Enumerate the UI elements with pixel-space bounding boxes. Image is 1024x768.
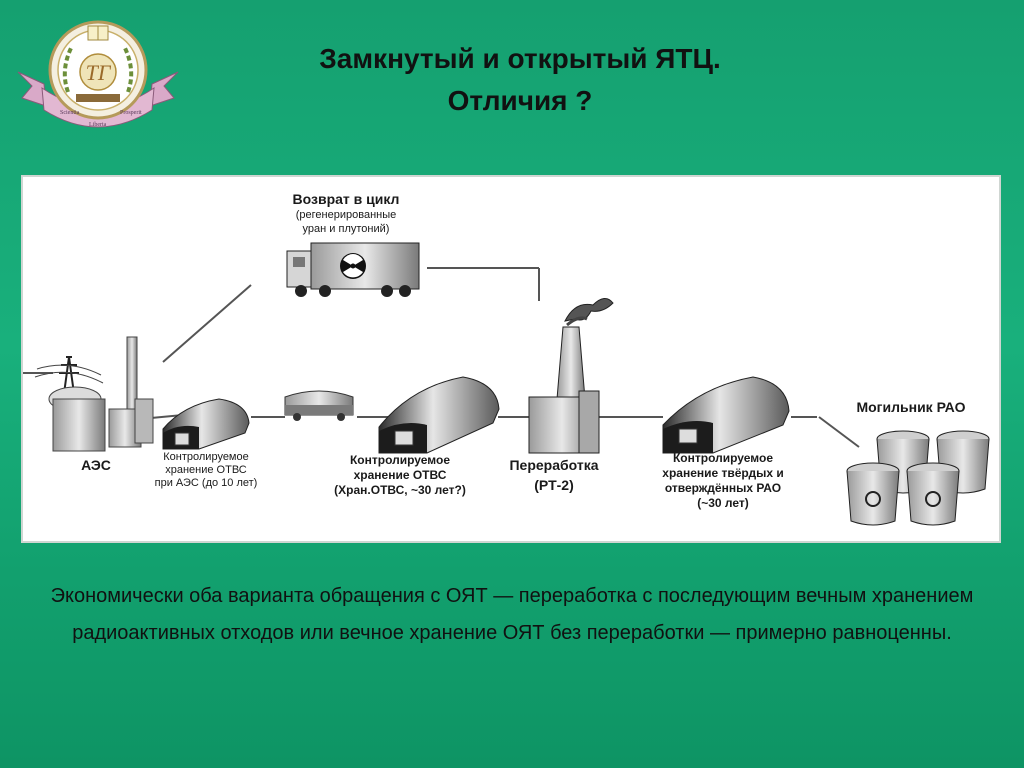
storage-aes-line-2: хранение ОТВС [165,464,247,476]
storage-main-line-2: хранение ОТВС [353,468,447,482]
storage-main-line-1: Контролируемое [349,453,451,467]
reprocessing-plant-icon [528,298,614,454]
svg-text:Prosperit: Prosperit [120,110,142,116]
waste-storage-line-3: отверждённых РАО [664,481,782,495]
aes-plant-icon [34,336,154,452]
storage-main-line-3: (Хран.ОТВС, ~30 лет?) [334,483,466,497]
svg-text:Liberta: Liberta [89,122,107,128]
slide-title: Замкнутый и открытый ЯТЦ. Отличия ? [150,38,890,122]
storage-hangar-main-icon [378,376,500,454]
svg-text:Scientia: Scientia [60,110,80,116]
title-line-1: Замкнутый и открытый ЯТЦ. [319,43,721,74]
reprocessing-line-1: Переработка [509,457,599,473]
return-cycle-subtitle-2: уран и плутоний) [302,223,390,235]
transport-container-icon [284,390,354,421]
storage-hangar-waste-icon [662,376,790,454]
slide-caption: Экономически оба варианта обращения с ОЯ… [50,585,974,644]
waste-barrels-icon [846,430,990,526]
storage-aes-line-3: при АЭС (до 10 лет) [154,477,258,489]
storage-hangar-aes-icon [162,398,250,450]
truck-icon [286,242,420,297]
waste-storage-line-1: Контролируемое [672,451,774,465]
waste-storage-line-4: (~30 лет) [697,496,749,510]
aes-label: АЭС [81,457,111,473]
reprocessing-line-2: (РТ-2) [534,477,574,493]
university-emblem-logo: ТГ Scientia Liberta Prosperit [16,14,180,140]
repository-label: Могильник РАО [856,399,966,415]
storage-aes-line-1: Контролируемое [163,451,249,463]
waste-storage-line-2: хранение твёрдых и [662,466,784,480]
fuel-cycle-diagram: Возврат в цикл (регенерированные уран и … [21,175,1001,543]
return-cycle-subtitle-1: (регенерированные [295,209,397,221]
diagram-graphics [23,242,990,526]
return-cycle-title: Возврат в цикл [292,191,400,207]
title-line-2: Отличия ? [447,85,593,116]
svg-text:ТГ: ТГ [86,60,112,85]
